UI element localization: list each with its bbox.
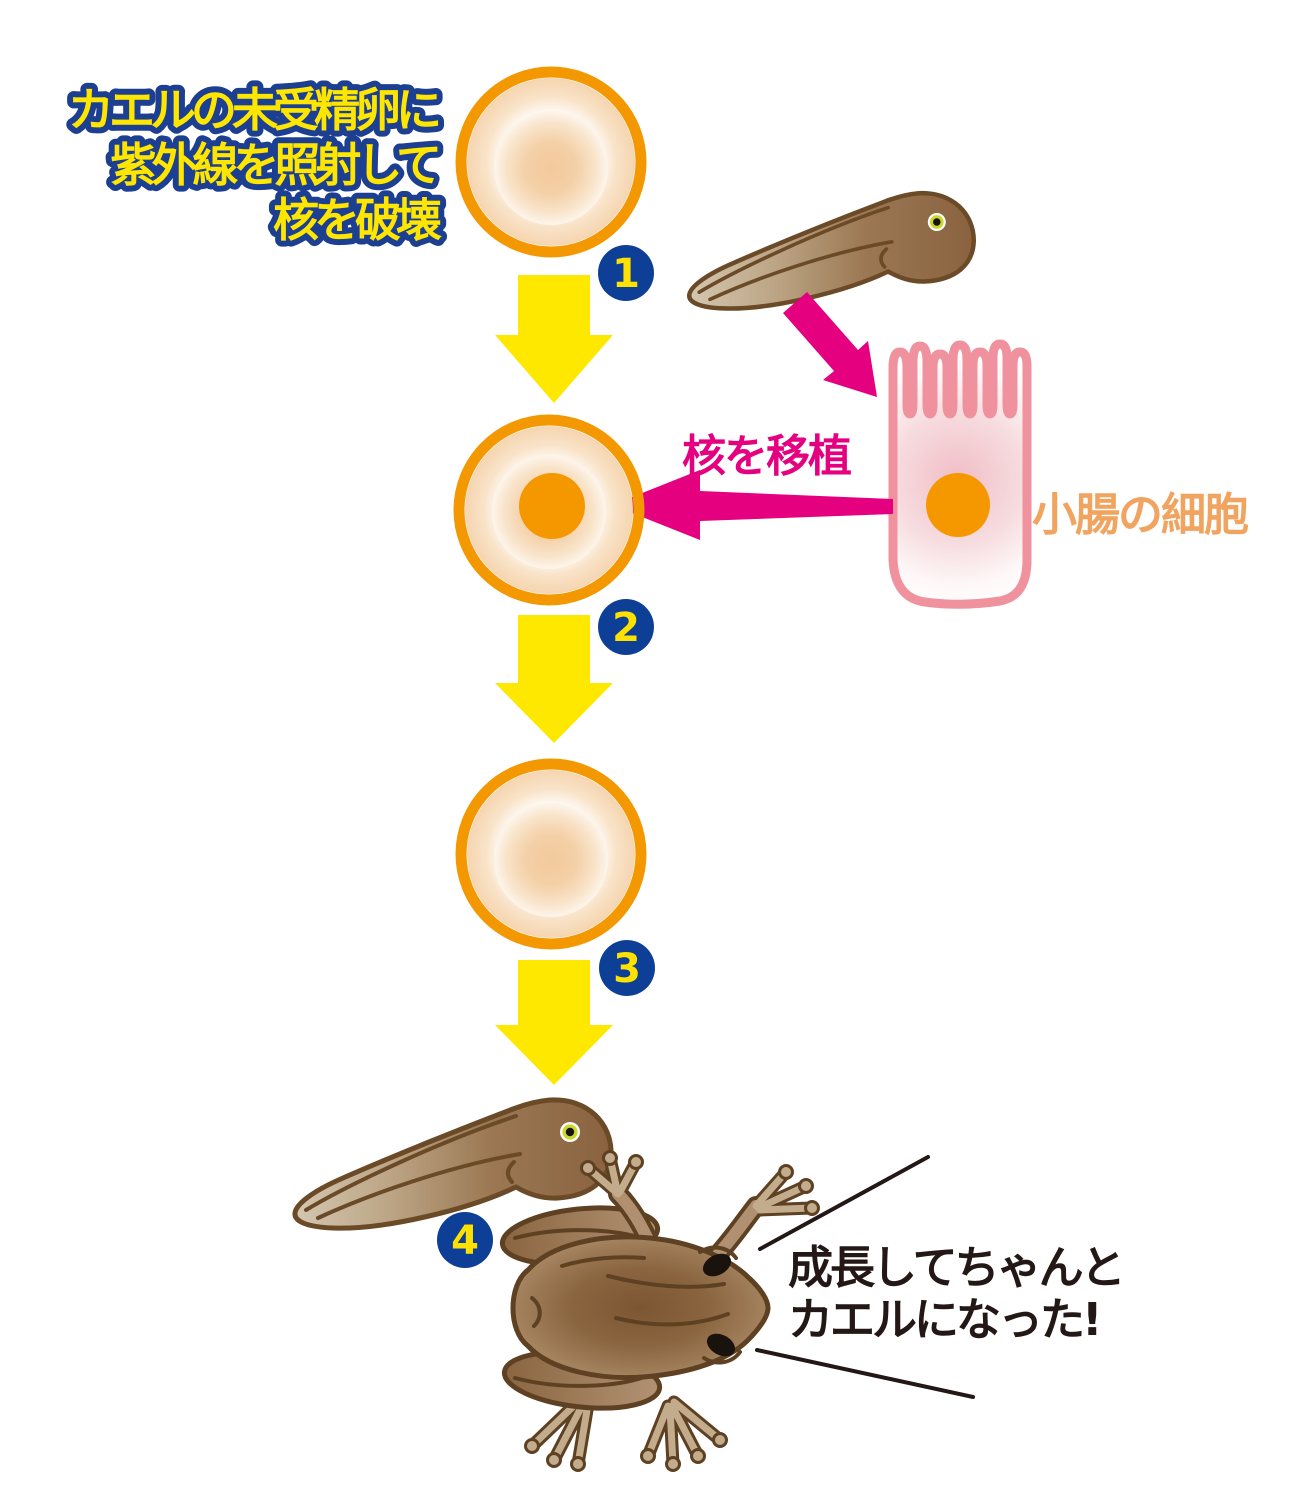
- down-arrow-icon-2: [495, 615, 613, 743]
- gill-line: [506, 1160, 516, 1184]
- step-3-number: 3: [613, 946, 641, 992]
- down-arrow-icon-3: [495, 960, 613, 1085]
- step-3-badge-circle: [599, 940, 655, 996]
- emphasis-line-lower: [755, 1348, 975, 1399]
- intestine-cell-label: 小腸の細胞: [1032, 488, 1249, 541]
- frog-eye-right: [702, 1253, 732, 1277]
- back-crease-1: [606, 1274, 726, 1289]
- cell-nucleus: [926, 473, 990, 537]
- transplant-label: 核を移植: [682, 431, 851, 482]
- tadpole-to-cell-arrow-icon: [783, 292, 877, 397]
- egg-membrane: [455, 66, 647, 258]
- egg-membrane: [453, 414, 645, 606]
- back-crease-2: [614, 1312, 730, 1327]
- step-1-badge-circle: [598, 245, 654, 301]
- tail-fin-line: [697, 205, 891, 295]
- adult-frog-illustration: [499, 1150, 820, 1472]
- tadpole-donor-illustration: [687, 190, 976, 311]
- small-intestine-cell-illustration: [888, 339, 1032, 609]
- caption-result-line-1: 成長してちゃんと: [788, 1241, 1123, 1294]
- egg-with-transplanted-nucleus-illustration: [453, 414, 645, 606]
- step-4-badge: 4: [437, 1212, 493, 1268]
- frog-eye-left: [706, 1333, 736, 1357]
- back-crease-3: [560, 1255, 646, 1268]
- step-1-number: 1: [612, 251, 640, 297]
- step-2-number: 2: [612, 605, 640, 651]
- step-4-number: 4: [451, 1218, 479, 1264]
- step-3-badge: 3: [599, 940, 655, 996]
- caption-destroy-nucleus: カエルの未受精卵に 紫外線を照射して 核を破壊: [62, 77, 453, 253]
- tail-mid-line: [708, 240, 894, 302]
- caption-result-line-2: カエルになった!: [788, 1293, 1100, 1346]
- tadpole-eye-pupil: [933, 218, 941, 226]
- egg-membrane: [455, 758, 647, 950]
- eyelid-line-left: [702, 1350, 742, 1365]
- step-2-badge: 2: [598, 599, 654, 655]
- step-2-badge-circle: [598, 599, 654, 655]
- gill-line: [879, 247, 889, 269]
- caption-result: 成長してちゃんと カエルになった!: [788, 1241, 1126, 1346]
- egg-inner-region: [494, 111, 608, 225]
- tadpole-eye-pupil: [565, 1127, 575, 1137]
- developing-egg-illustration: [455, 758, 647, 950]
- transplanted-nucleus: [519, 473, 585, 539]
- down-arrow-icon-1: [495, 275, 613, 403]
- step-4-badge-circle: [437, 1212, 493, 1268]
- caption-destroy-line-3: 核を破壊: [273, 193, 442, 247]
- tail-fin-line: [304, 1114, 518, 1212]
- egg-inner-region: [494, 803, 608, 917]
- caption-destroy-line-1: カエルの未受精卵に: [68, 83, 439, 137]
- emphasis-line-upper: [758, 1155, 930, 1251]
- frog-hind-foot-right: [640, 1395, 728, 1472]
- rump-crease: [530, 1296, 542, 1328]
- eyelid-line-right: [698, 1245, 738, 1260]
- unfertilized-egg-illustration: [455, 66, 647, 258]
- tail-mid-line: [316, 1152, 522, 1220]
- caption-destroy-line-2: 紫外線を照射して: [110, 138, 438, 192]
- transplant-arrow-icon: [612, 470, 893, 540]
- step-1-badge: 1: [598, 245, 654, 301]
